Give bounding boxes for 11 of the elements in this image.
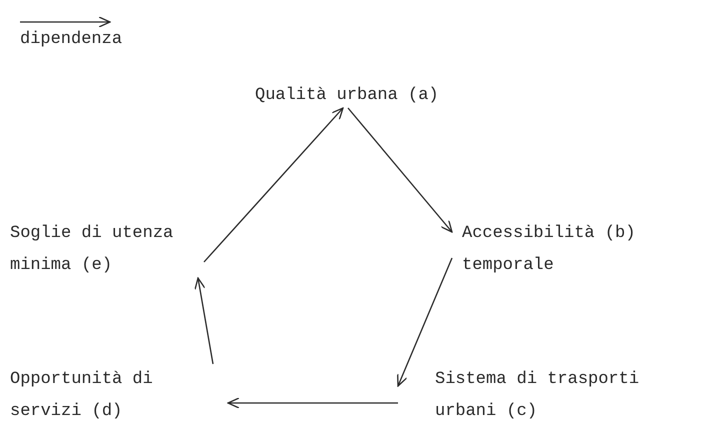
legend-label: dipendenza	[20, 30, 122, 49]
node-label: Qualità urbana (a)	[255, 85, 440, 107]
node-label: Accessibilità (b) temporale	[462, 223, 636, 277]
arrow	[348, 108, 453, 233]
arrow	[227, 397, 398, 409]
arrow	[204, 107, 344, 262]
node-label: Sistema di trasporti urbani (c)	[435, 369, 640, 423]
arrow	[397, 258, 453, 387]
node-label: Opportunità di servizi (d)	[10, 369, 154, 423]
arrow	[194, 277, 214, 364]
node-label: Soglie di utenza minima (e)	[10, 223, 174, 277]
